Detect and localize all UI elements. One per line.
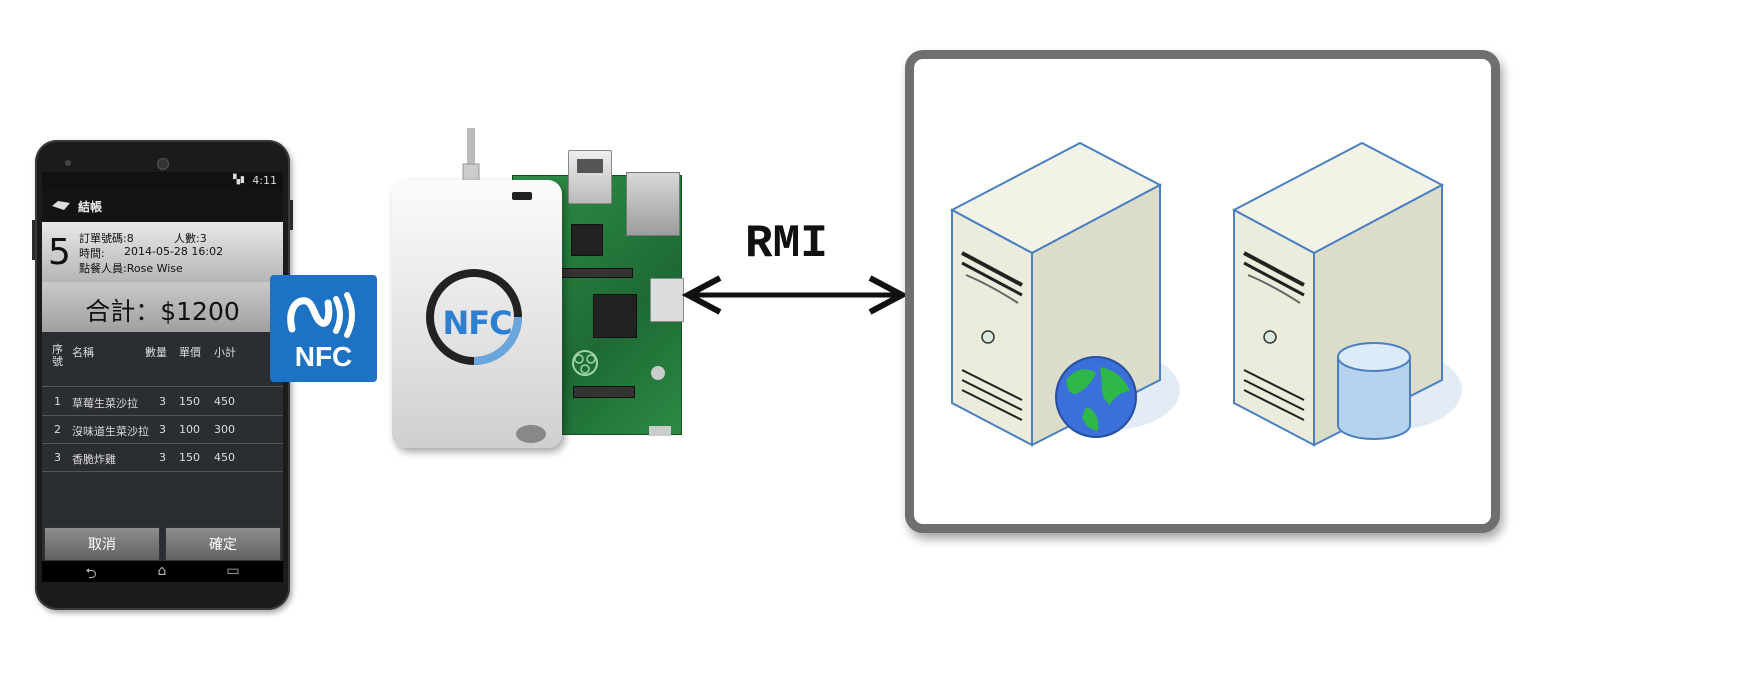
time-value: 2014-05-28 16:02 [124, 245, 224, 258]
row-subtotal: 450 [214, 395, 235, 408]
phone-side-button [32, 220, 35, 260]
header-subtotal: 小計 [214, 346, 236, 359]
nfc-logo-text: NFC [294, 341, 353, 372]
nfc-waves-icon [287, 292, 355, 338]
hdmi-port [650, 278, 684, 322]
recent-apps-icon[interactable]: ▭ [226, 563, 240, 579]
reader-badge [516, 425, 546, 443]
board-connector [573, 386, 635, 398]
button-row: 取消 確定 [42, 527, 283, 561]
table-header: 序號 名稱 數量 單價 小計 [42, 342, 283, 387]
back-icon[interactable]: ⮌ [85, 566, 97, 582]
board-soc-chip [593, 294, 637, 338]
reader-led [512, 192, 532, 200]
order-number-line: 訂單號碼:8 [79, 232, 134, 245]
status-bar: ▚▮ 4:11 [42, 172, 283, 190]
table-row[interactable]: 3 香脆炸雞 3 150 450 [42, 443, 283, 472]
home-icon[interactable]: ⌂ [157, 563, 167, 579]
row-name: 沒味道生菜沙拉 [72, 425, 149, 438]
total-bar: 合計：$1200 [42, 282, 283, 332]
usb-port [568, 150, 612, 204]
nfc-logo-icon: NFC [270, 275, 377, 382]
row-price: 150 [179, 395, 200, 408]
nfc-reader-device: NFC [392, 180, 562, 448]
usb-slot [577, 159, 603, 173]
order-number-big: 5 [48, 232, 71, 273]
usb-cable-icon [462, 128, 480, 185]
action-bar: 結帳 [42, 190, 283, 222]
ethernet-port [626, 172, 680, 236]
app-title: 結帳 [78, 200, 103, 214]
row-qty: 3 [159, 423, 166, 436]
row-qty: 3 [159, 395, 166, 408]
cancel-button[interactable]: 取消 [44, 527, 160, 561]
total-text: 合計：$1200 [85, 297, 240, 326]
signal-battery-icon: ▚▮ [233, 175, 245, 185]
header-seq: 序號 [52, 343, 63, 368]
row-seq: 1 [54, 395, 61, 408]
row-seq: 3 [54, 451, 61, 464]
header-qty: 數量 [145, 346, 167, 359]
row-qty: 3 [159, 451, 166, 464]
board-capacitor [651, 366, 665, 380]
web-server-globe-icon [949, 141, 1180, 447]
people-count: 人數:3 [174, 232, 207, 245]
android-phone: ▚▮ 4:11 結帳 5 訂單號碼:8 人數:3 時間: 2014-05-28 … [32, 140, 293, 610]
staff-line: 點餐人員:Rose Wise [79, 262, 183, 275]
phone-side-button-right [290, 200, 293, 230]
bidirectional-arrow-icon [681, 275, 909, 315]
time-label: 時間: [79, 247, 105, 260]
android-nav-bar: ⮌ ⌂ ▭ [42, 561, 283, 582]
board-chip [571, 224, 603, 256]
micro-usb-port [649, 426, 671, 436]
phone-speaker [65, 160, 71, 166]
header-name: 名稱 [72, 346, 94, 359]
rmi-label: RMI [745, 218, 828, 270]
raspberry-logo-icon [572, 350, 598, 376]
reader-ring-icon [426, 269, 522, 365]
confirm-button[interactable]: 確定 [165, 527, 281, 561]
order-info-panel: 5 訂單號碼:8 人數:3 時間: 2014-05-28 16:02 點餐人員:… [42, 222, 283, 282]
table-row[interactable]: 2 沒味道生菜沙拉 3 100 300 [42, 415, 283, 444]
row-price: 100 [179, 423, 200, 436]
app-logo-icon [52, 201, 70, 210]
table-row[interactable]: 1 草莓生菜沙拉 3 150 450 [42, 387, 283, 416]
row-subtotal: 300 [214, 423, 235, 436]
status-time: 4:11 [252, 174, 277, 187]
header-price: 單價 [179, 346, 201, 359]
board-header [561, 268, 633, 278]
row-seq: 2 [54, 423, 61, 436]
row-name: 草莓生菜沙拉 [72, 397, 138, 410]
row-price: 150 [179, 451, 200, 464]
row-name: 香脆炸雞 [72, 453, 116, 466]
row-subtotal: 450 [214, 451, 235, 464]
reader-nfc-text: NFC [442, 304, 512, 342]
phone-camera [157, 158, 169, 170]
database-server-icon [1231, 141, 1462, 447]
phone-screen: ▚▮ 4:11 結帳 5 訂單號碼:8 人數:3 時間: 2014-05-28 … [42, 172, 283, 582]
